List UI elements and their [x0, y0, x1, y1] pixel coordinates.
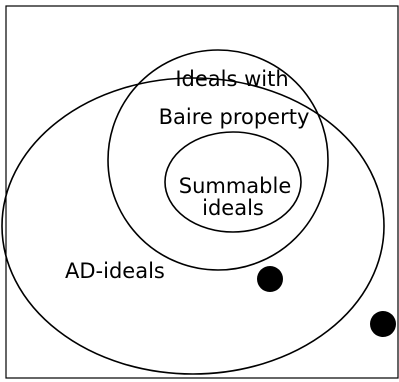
ad-ideals-region: [1, 77, 385, 375]
summable-label-line2: ideals: [202, 196, 264, 220]
baire-label-line1: Ideals with: [175, 67, 288, 91]
point-outside-ad: [370, 311, 396, 337]
baire-property-region: [107, 49, 329, 271]
summable-label-line1: Summable: [179, 174, 292, 198]
summable-ideals-region: [164, 131, 302, 233]
point-inside-ad: [257, 266, 283, 292]
ad-ideals-label: AD-ideals: [65, 259, 165, 283]
frame-border: [5, 5, 399, 379]
baire-label-line2: Baire property: [159, 105, 310, 129]
